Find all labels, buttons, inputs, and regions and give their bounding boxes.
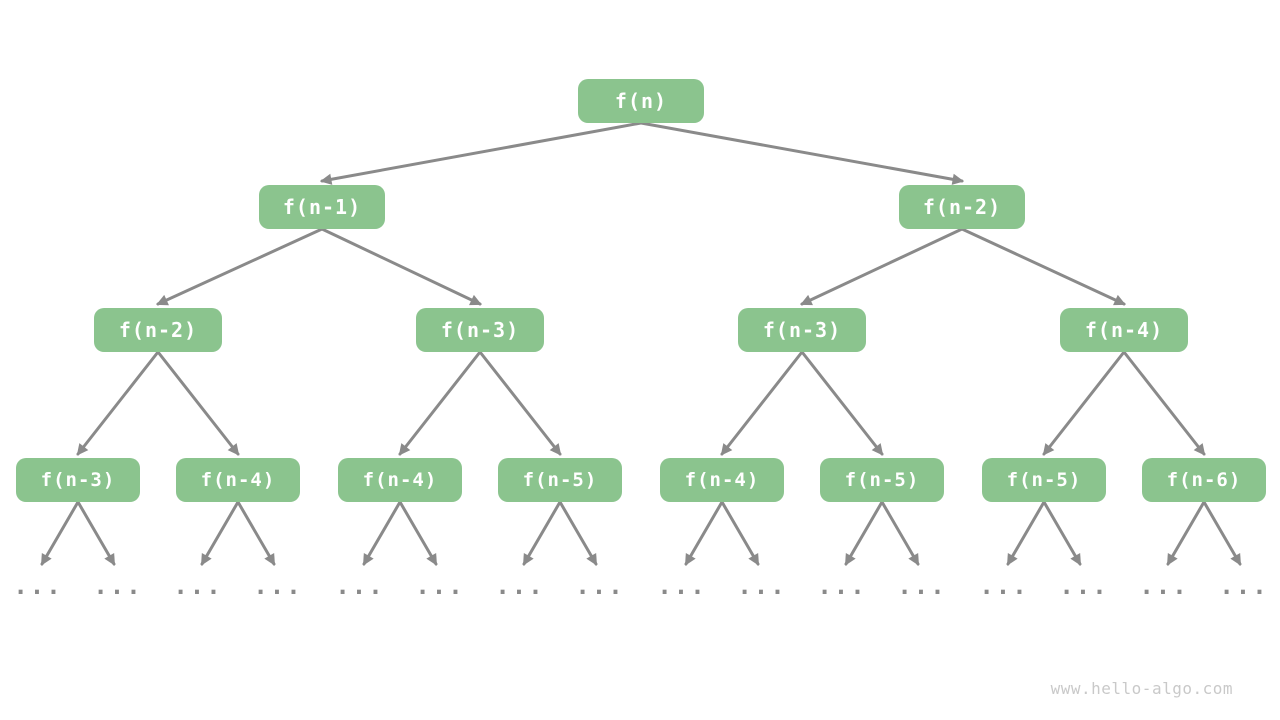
- edge-arrow: [720, 500, 760, 566]
- tree-node-l3-1: f(n-4): [176, 458, 300, 502]
- edge-arrow: [398, 500, 438, 566]
- edge-arrow: [720, 350, 804, 456]
- edge-arrow: [639, 121, 964, 185]
- edge-arrow: [1202, 500, 1242, 566]
- edge-arrow: [558, 500, 598, 566]
- edge-arrow: [362, 500, 402, 566]
- edge-arrow: [76, 500, 116, 566]
- edge-arrow: [1042, 500, 1082, 566]
- tree-node-l2-3: f(n-4): [1060, 308, 1188, 352]
- edge-arrow: [200, 500, 240, 566]
- edge-arrow: [1166, 500, 1206, 566]
- tree-node-l3-2: f(n-4): [338, 458, 462, 502]
- edge-arrow: [40, 500, 80, 566]
- edge-arrow: [156, 350, 240, 456]
- tree-node-l3-3: f(n-5): [498, 458, 622, 502]
- edge-arrow: [1006, 500, 1046, 566]
- tree-node-l3-7: f(n-6): [1142, 458, 1266, 502]
- edge-arrow: [684, 500, 724, 566]
- watermark: www.hello-algo.com: [1050, 679, 1233, 698]
- edge-arrow: [960, 227, 1126, 306]
- edge-arrow: [522, 500, 562, 566]
- edge-arrow: [320, 121, 643, 185]
- edge-arrow: [800, 350, 884, 456]
- edge-arrow: [398, 350, 482, 456]
- tree-node-l3-5: f(n-5): [820, 458, 944, 502]
- edge-arrow: [236, 500, 276, 566]
- edge-arrow: [156, 227, 324, 306]
- edge-arrow: [320, 227, 482, 306]
- tree-node-l3-6: f(n-5): [982, 458, 1106, 502]
- tree-node-l2-1: f(n-3): [416, 308, 544, 352]
- edge-arrow: [844, 500, 884, 566]
- tree-node-l3-0: f(n-3): [16, 458, 140, 502]
- edge-arrow: [1042, 350, 1126, 456]
- tree-node-l2-2: f(n-3): [738, 308, 866, 352]
- edge-arrow: [478, 350, 562, 456]
- tree-node-l0-0: f(n): [578, 79, 704, 123]
- edge-arrow: [76, 350, 160, 456]
- edge-arrow: [1122, 350, 1206, 456]
- edge-arrow: [880, 500, 920, 566]
- tree-node-l1-1: f(n-2): [899, 185, 1025, 229]
- edge-arrow: [800, 227, 964, 306]
- tree-node-l2-0: f(n-2): [94, 308, 222, 352]
- tree-node-l1-0: f(n-1): [259, 185, 385, 229]
- tree-node-l3-4: f(n-4): [660, 458, 784, 502]
